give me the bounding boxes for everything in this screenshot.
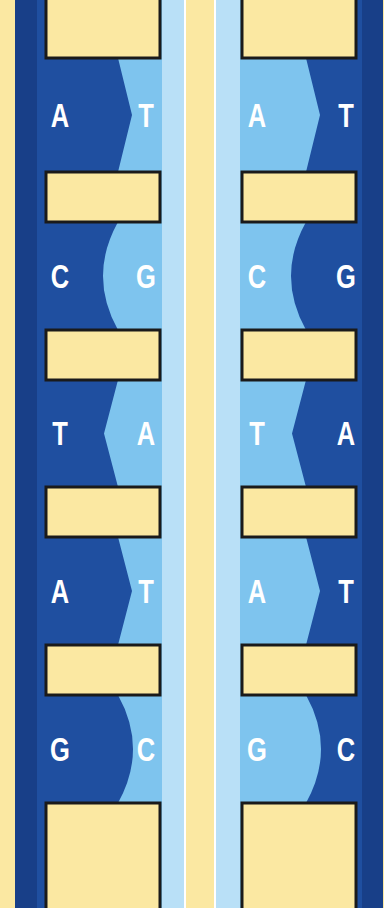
sugar-rung [242, 487, 356, 537]
light-strand [240, 0, 321, 908]
base-letter: G [136, 259, 156, 293]
base-letter: A [248, 574, 266, 608]
sugar-rung [242, 803, 356, 908]
dark-strand [15, 0, 185, 908]
base-letter: C [248, 259, 266, 293]
sugar-rung [242, 0, 356, 58]
base-letter: T [138, 98, 154, 132]
sugar-rung [46, 172, 160, 222]
base-letter: C [337, 732, 355, 766]
sugar-rung [46, 330, 160, 380]
base-letter: G [50, 732, 70, 766]
base-letter: C [137, 732, 155, 766]
sugar-rung [242, 172, 356, 222]
base-letter: G [336, 259, 356, 293]
light-strand [103, 0, 162, 908]
base-letter: A [51, 98, 69, 132]
sugar-rung [242, 330, 356, 380]
sugar-rung [46, 487, 160, 537]
light-backbone [162, 0, 185, 908]
base-letter: G [247, 732, 267, 766]
base-letter: A [337, 416, 355, 450]
base-letter: T [138, 574, 154, 608]
edge-line [214, 0, 216, 908]
light-backbone [215, 0, 240, 908]
base-letter: T [249, 416, 265, 450]
base-letter: T [338, 574, 354, 608]
edge-line [184, 0, 186, 908]
sugar-rung [46, 645, 160, 695]
dark-backbone [362, 0, 383, 908]
base-letter: C [51, 259, 69, 293]
sugar-rung [46, 803, 160, 908]
base-letter: A [51, 574, 69, 608]
dark-strand [215, 0, 383, 908]
sugar-rung [242, 645, 356, 695]
base-letter: A [137, 416, 155, 450]
base-letter: T [52, 416, 68, 450]
sugar-rung [46, 0, 160, 58]
dna-ladders [15, 0, 383, 908]
dark-backbone [15, 0, 37, 908]
base-letter: A [248, 98, 266, 132]
base-letter: T [338, 98, 354, 132]
